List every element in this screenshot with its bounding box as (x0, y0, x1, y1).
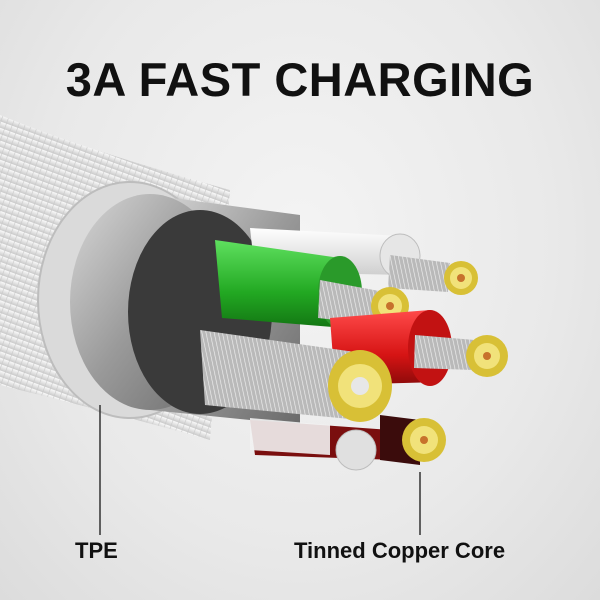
tpe-label: TPE (75, 538, 118, 563)
tinned-copper-core-label: Tinned Copper Core (294, 538, 506, 563)
headline: 3A FAST CHARGING (65, 53, 535, 106)
